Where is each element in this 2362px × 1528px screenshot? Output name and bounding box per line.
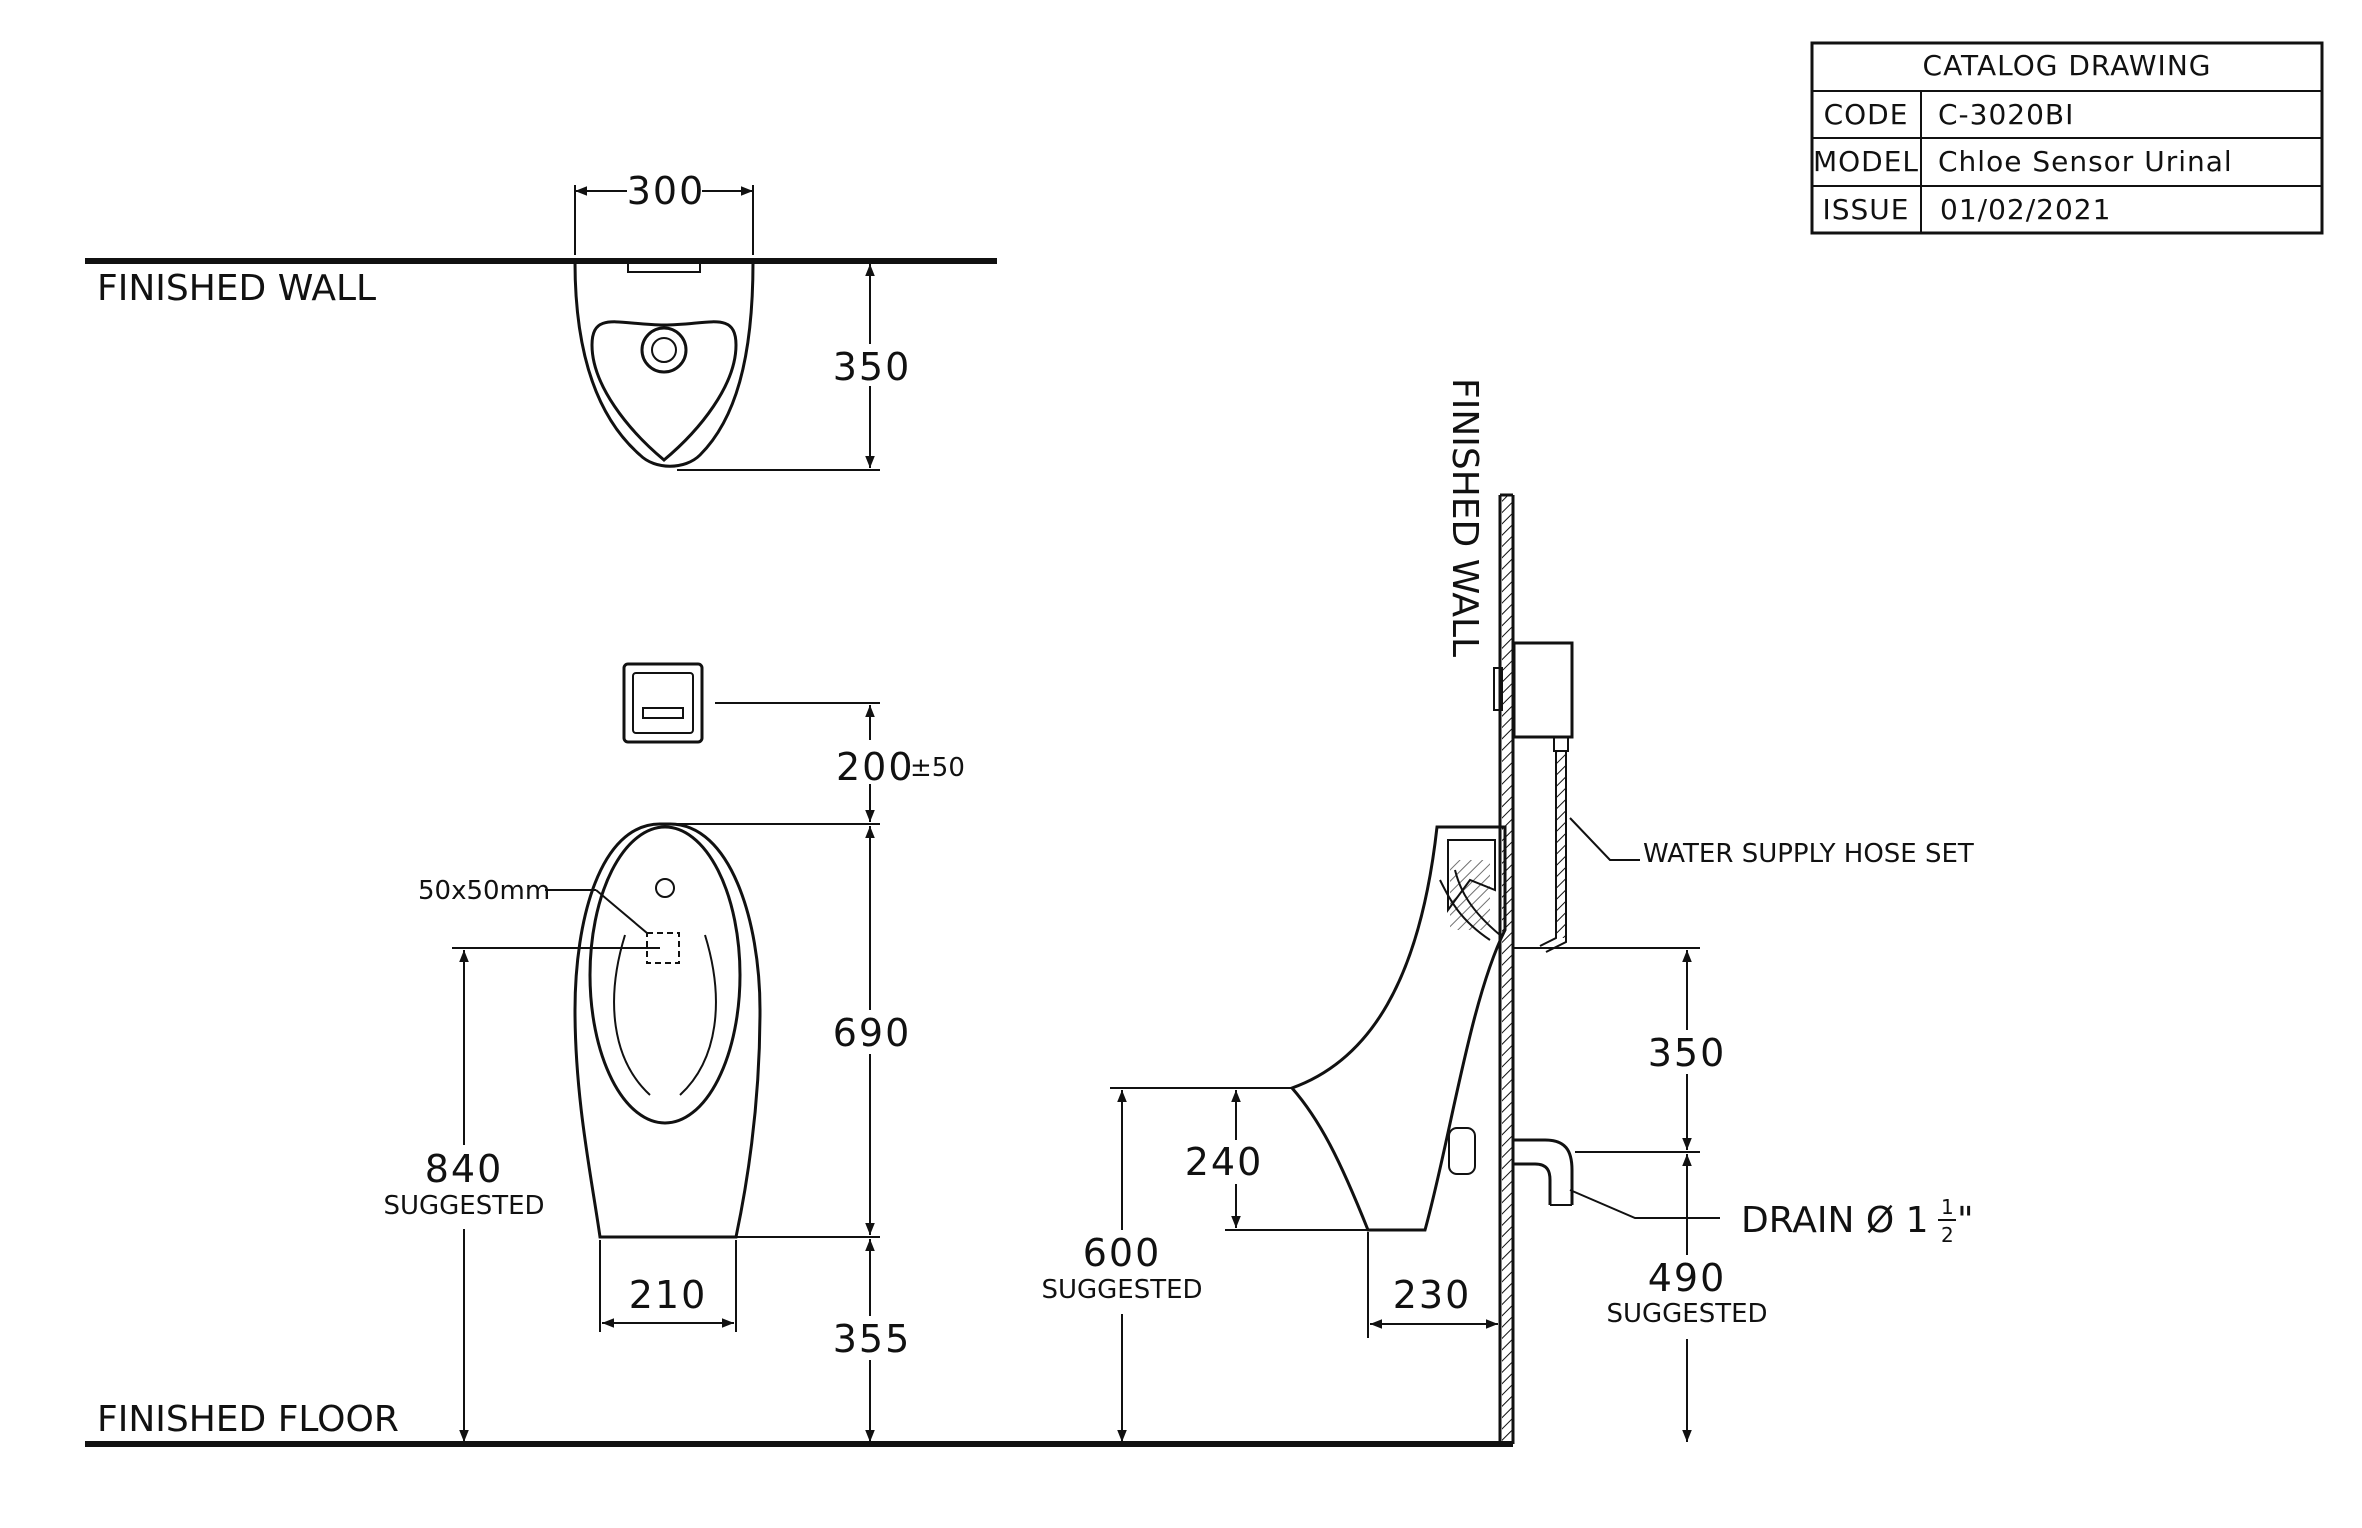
dim-sensor-tolerance: ±50 xyxy=(910,753,965,783)
dim-side-lip: 240 xyxy=(1185,1140,1264,1184)
side-view: FINISHED WALL WATER SUPPLY HOSE SET 240 xyxy=(1041,378,1974,1445)
finished-wall-label: FINISHED WALL xyxy=(97,268,376,309)
dim-side-base: 230 xyxy=(1393,1273,1472,1317)
drain-fraction-denominator: 2 xyxy=(1941,1223,1954,1247)
dim-inlet-drain: 350 xyxy=(1648,1031,1727,1075)
dim-sensor-height: 200 xyxy=(836,745,915,789)
top-view: FINISHED WALL 300 350 xyxy=(85,169,997,471)
finished-wall-vertical-label: FINISHED WALL xyxy=(1444,378,1485,657)
dim-side-rim: 600 xyxy=(1083,1231,1162,1275)
dim-base-width: 210 xyxy=(629,1273,708,1317)
sensor-size-label: 50x50mm xyxy=(418,876,550,906)
drain-fraction-numerator: 1 xyxy=(1941,1195,1954,1219)
drain-label: DRAIN Ø 1 xyxy=(1741,1200,1929,1241)
drain-inch-mark: " xyxy=(1957,1200,1974,1241)
water-supply-label: WATER SUPPLY HOSE SET xyxy=(1643,839,1974,869)
title-issue-key: ISSUE xyxy=(1823,193,1910,226)
dim-top-depth: 350 xyxy=(833,345,912,389)
title-model-value: Chloe Sensor Urinal xyxy=(1938,145,2233,178)
title-block: CATALOG DRAWING CODE C-3020BI MODEL Chlo… xyxy=(1810,41,2324,235)
title-model-key: MODEL xyxy=(1813,145,1919,178)
title-block-heading: CATALOG DRAWING xyxy=(1923,49,2212,82)
dim-side-rim-suggested: SUGGESTED xyxy=(1041,1275,1202,1305)
dim-top-width: 300 xyxy=(627,169,706,213)
dim-rim-height: 840 xyxy=(425,1147,504,1191)
dim-drain-suggested: SUGGESTED xyxy=(1606,1299,1767,1329)
dim-drain-height: 490 xyxy=(1648,1256,1727,1300)
front-view: 50x50mm 200 ±50 690 355 840 SUGGESTED 21… xyxy=(383,662,965,1442)
finished-floor-label: FINISHED FLOOR xyxy=(97,1399,399,1440)
dim-base-height: 355 xyxy=(833,1317,912,1361)
title-issue-value: 01/02/2021 xyxy=(1940,193,2111,226)
title-code-key: CODE xyxy=(1824,98,1909,131)
title-code-value: C-3020BI xyxy=(1938,98,2074,131)
dim-bowl-height: 690 xyxy=(833,1011,912,1055)
dim-rim-suggested: SUGGESTED xyxy=(383,1191,544,1221)
